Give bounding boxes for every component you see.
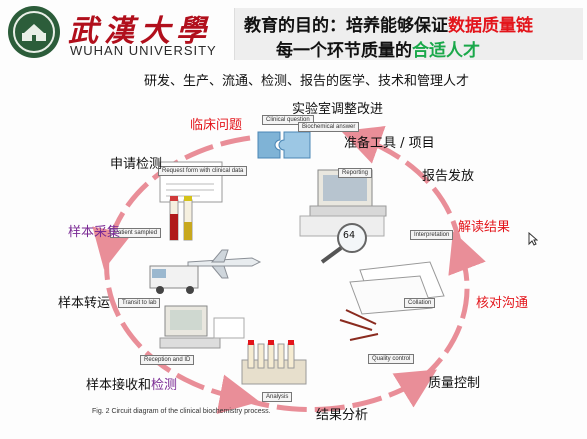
tag-clinical-question: Clinical question (262, 115, 314, 125)
tag-collation: Collation (404, 298, 436, 308)
tag-reception-id: Reception and ID (140, 355, 195, 365)
university-seal-logo (8, 6, 60, 58)
reception-computer-icon (159, 305, 245, 349)
label-result-analysis: 结果分析 (316, 408, 369, 423)
blood-tubes-icon (169, 196, 193, 241)
magnifier-value: 64 (343, 230, 356, 241)
label-lab-improve: 实验室调整改进 (292, 102, 384, 117)
label-report-release: 报告发放 (422, 169, 475, 184)
title-highlight-data-quality: 数据质量链 (448, 16, 533, 36)
title-box (234, 8, 583, 60)
label-clinical-problem: 临床问题 (190, 118, 243, 133)
label-sample-receive-test: 样本接收和检测 (86, 378, 178, 393)
title-line-2: 每一个环节质量的合适人才 (276, 41, 480, 61)
label-request-test: 申请检测 (110, 157, 163, 172)
mouse-cursor-icon (528, 232, 538, 246)
label-verify-communicate: 核对沟通 (476, 296, 529, 311)
tag-analysis: Analysis (262, 392, 293, 402)
university-name-en: WUHAN UNIVERSITY (70, 43, 217, 58)
van-icon (149, 265, 199, 294)
tag-quality-control: Quality control (368, 354, 415, 364)
label-sample-collection: 样本采集 (68, 225, 121, 240)
airplane-icon (187, 249, 262, 279)
label-sample-transport: 样本转运 (58, 296, 111, 311)
collation-papers-icon (349, 261, 445, 315)
figure-caption: Fig. 2 Circuit diagram of the clinical b… (92, 408, 271, 415)
tag-biochemical-answer: Biochemical answer (298, 122, 360, 132)
magnifier-icon (320, 223, 367, 264)
tag-patient-sampled: Patient sampled (110, 228, 162, 238)
tag-request-form: Request form with clinical data (158, 166, 248, 176)
title-line-1: 教育的目的：培养能够保证数据质量链 (244, 16, 533, 36)
tag-interpretation: Interpretation (410, 230, 454, 240)
tag-reporting: Reporting (338, 168, 373, 178)
label-quality-control: 质量控制 (428, 376, 481, 391)
title-highlight-talent: 合适人才 (412, 41, 480, 61)
puzzle-icon (257, 131, 311, 159)
building-icon (22, 24, 46, 41)
label-prepare-tools: 准备工具 / 项目 (344, 136, 435, 151)
label-interpret-results: 解读结果 (458, 220, 511, 235)
subtitle: 研发、生产、流通、检测、报告的医学、技术和管理人才 (144, 74, 470, 89)
analysis-rack-icon (241, 340, 307, 385)
tag-transit-to-lab: Transit to lab (118, 298, 161, 308)
university-name-cn: 武漢大學 (68, 14, 212, 49)
quality-control-darts-icon (339, 309, 379, 341)
